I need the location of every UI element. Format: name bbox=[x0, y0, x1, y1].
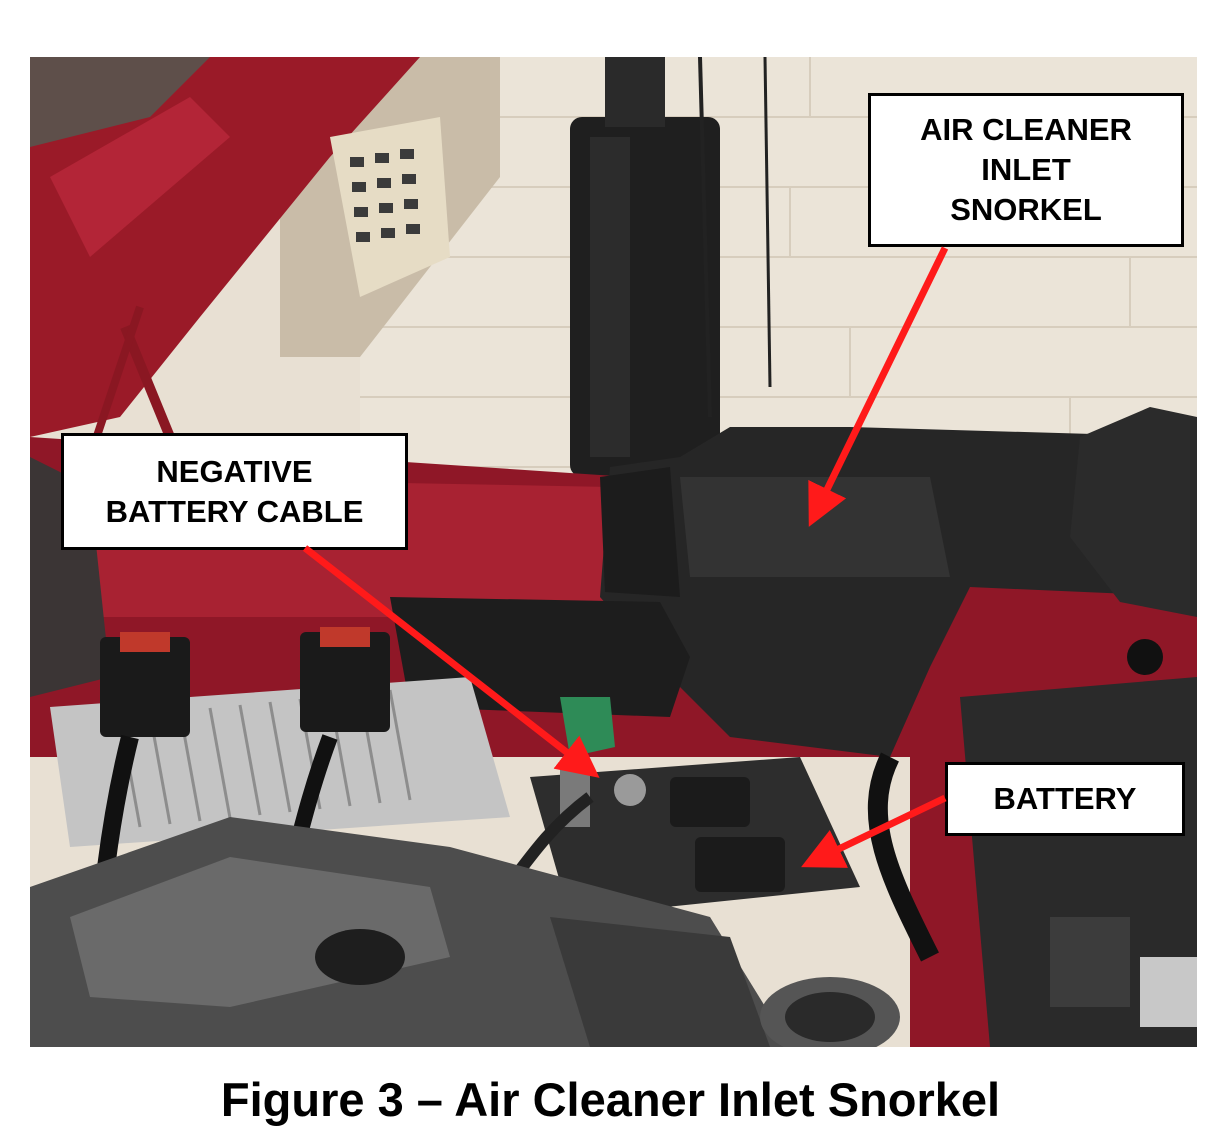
negative-battery-cable-callout: NEGATIVE BATTERY CABLE bbox=[61, 433, 408, 550]
air-cleaner-inlet-snorkel-callout: AIR CLEANER INLET SNORKEL bbox=[868, 93, 1184, 247]
gloved-hand bbox=[1070, 407, 1197, 617]
figure-caption: Figure 3 – Air Cleaner Inlet Snorkel bbox=[220, 1073, 1001, 1126]
ecm-connector-left bbox=[100, 637, 190, 737]
inlet-snorkel bbox=[600, 467, 680, 597]
negative-terminal bbox=[614, 774, 646, 806]
battery-callout: BATTERY bbox=[945, 762, 1185, 836]
